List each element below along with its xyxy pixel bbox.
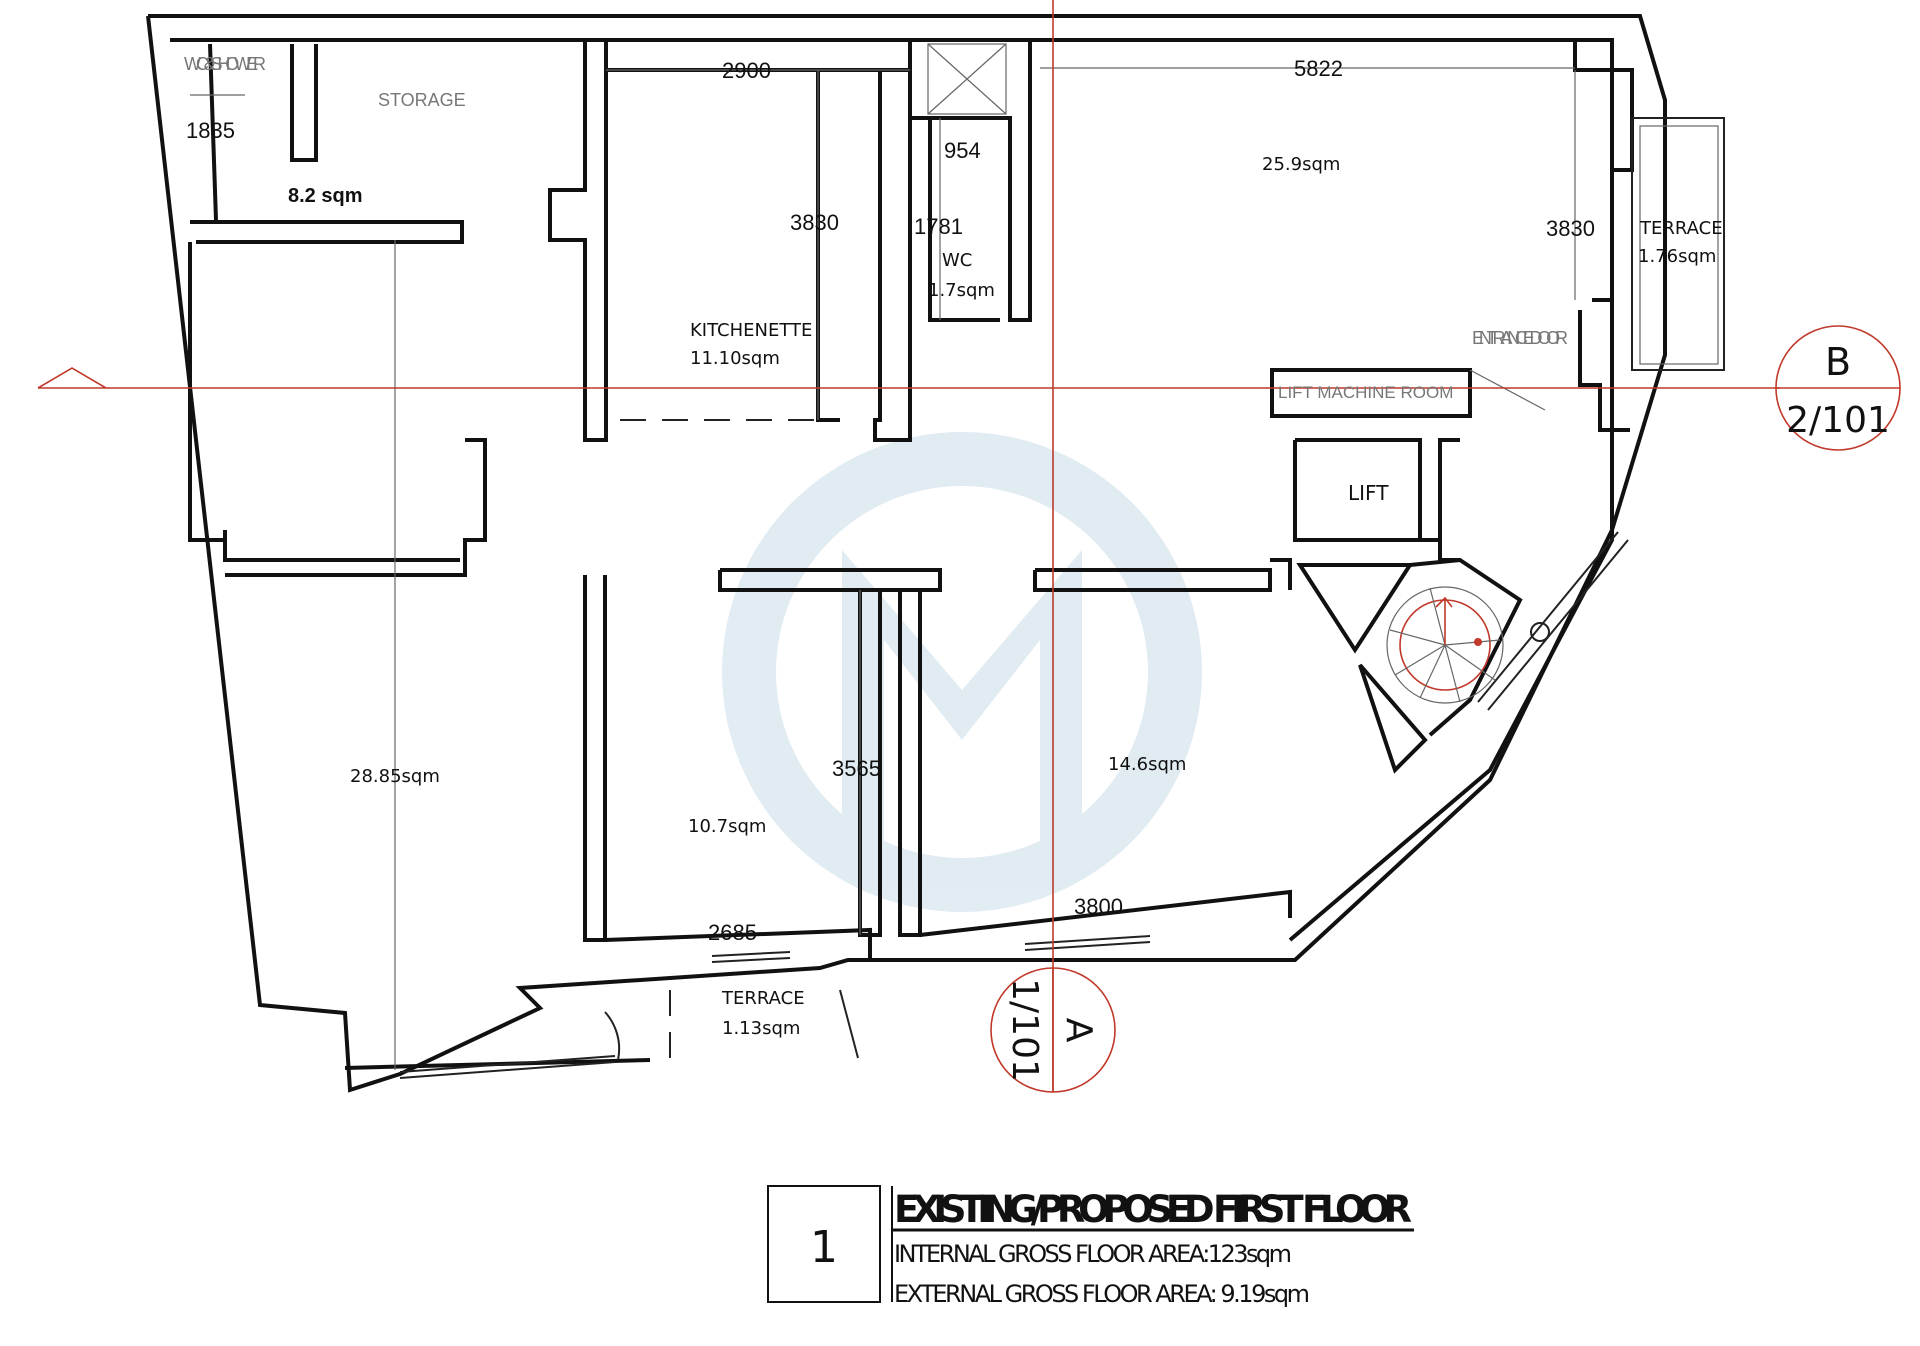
terrace-south-label: TERRACE — [721, 988, 805, 1009]
wc-depth-dimension: 1781 — [914, 214, 963, 239]
section-a-ref: 1/101 — [1004, 978, 1045, 1082]
large-room-area: 28.85sqm — [350, 766, 440, 787]
storage-area: 8.2 sqm — [288, 185, 362, 207]
bed1-area: 14.6sqm — [1108, 754, 1186, 775]
section-marker-b: B 2/101 — [1775, 325, 1901, 451]
bed2-depth-dimension: 3565 — [832, 756, 881, 781]
internal-gross-area: INTERNAL GROSS FLOOR AREA:123sqm — [894, 1240, 1292, 1268]
kitchen-depth-dimension: 3830 — [790, 210, 839, 235]
terrace-south-area: 1.13sqm — [722, 1018, 800, 1039]
lift-machine-room-label: LIFT MACHINE ROOM — [1278, 383, 1453, 402]
lounge-area: 25.9sqm — [1262, 154, 1340, 175]
doors — [190, 43, 1546, 1061]
wc-width-dimension: 954 — [944, 138, 981, 163]
drawing-title: EXISTING/PROPOSED FIRST FLOOR — [894, 1188, 1412, 1231]
watermark-logo — [722, 432, 1202, 912]
wc-label: WC — [942, 250, 972, 271]
kitchen-width-dimension: 2900 — [722, 58, 771, 83]
entrance-door-label: ENTRANCE DOOR — [1472, 328, 1568, 348]
section-a-letter: A — [1058, 1018, 1099, 1043]
section-marker-a: A 1/101 — [990, 967, 1116, 1093]
terrace-east-label: TERRACE — [1639, 218, 1723, 239]
bed2-area: 10.7sqm — [688, 816, 766, 837]
external-gross-area: EXTERNAL GROSS FLOOR AREA: 9.19sqm — [894, 1280, 1310, 1308]
terrace-east-area: 1.76sqm — [1638, 246, 1716, 267]
lounge-depth-dimension: 3830 — [1546, 216, 1595, 241]
kitchenette-label: KITCHENETTE — [690, 320, 812, 341]
room-labels: WC & SHOWER STORAGE 1835 8.2 sqm 2900 38… — [184, 54, 1723, 1039]
section-b-ref: 2/101 — [1786, 400, 1890, 441]
storage-dimension: 1835 — [186, 118, 235, 143]
section-lines — [37, 0, 1780, 1092]
drawing-number: 1 — [810, 1222, 838, 1273]
spiral-stair — [1386, 586, 1504, 704]
storage-label: STORAGE — [378, 90, 466, 110]
dimension-lines — [394, 67, 1576, 1070]
wc-area: 1.7sqm — [928, 280, 995, 301]
title-block: 1 EXISTING/PROPOSED FIRST FLOOR INTERNAL… — [767, 1185, 1414, 1308]
lift-label: LIFT — [1348, 481, 1389, 505]
section-b-letter: B — [1825, 340, 1851, 384]
windows — [399, 531, 1629, 1079]
wc-shower-label: WC & SHOWER — [184, 54, 266, 74]
kitchenette-area: 11.10sqm — [690, 348, 780, 369]
bed1-width-dimension: 3800 — [1074, 894, 1123, 919]
bed2-width-dimension: 2685 — [708, 920, 757, 945]
lounge-width-dimension: 5822 — [1294, 56, 1343, 81]
